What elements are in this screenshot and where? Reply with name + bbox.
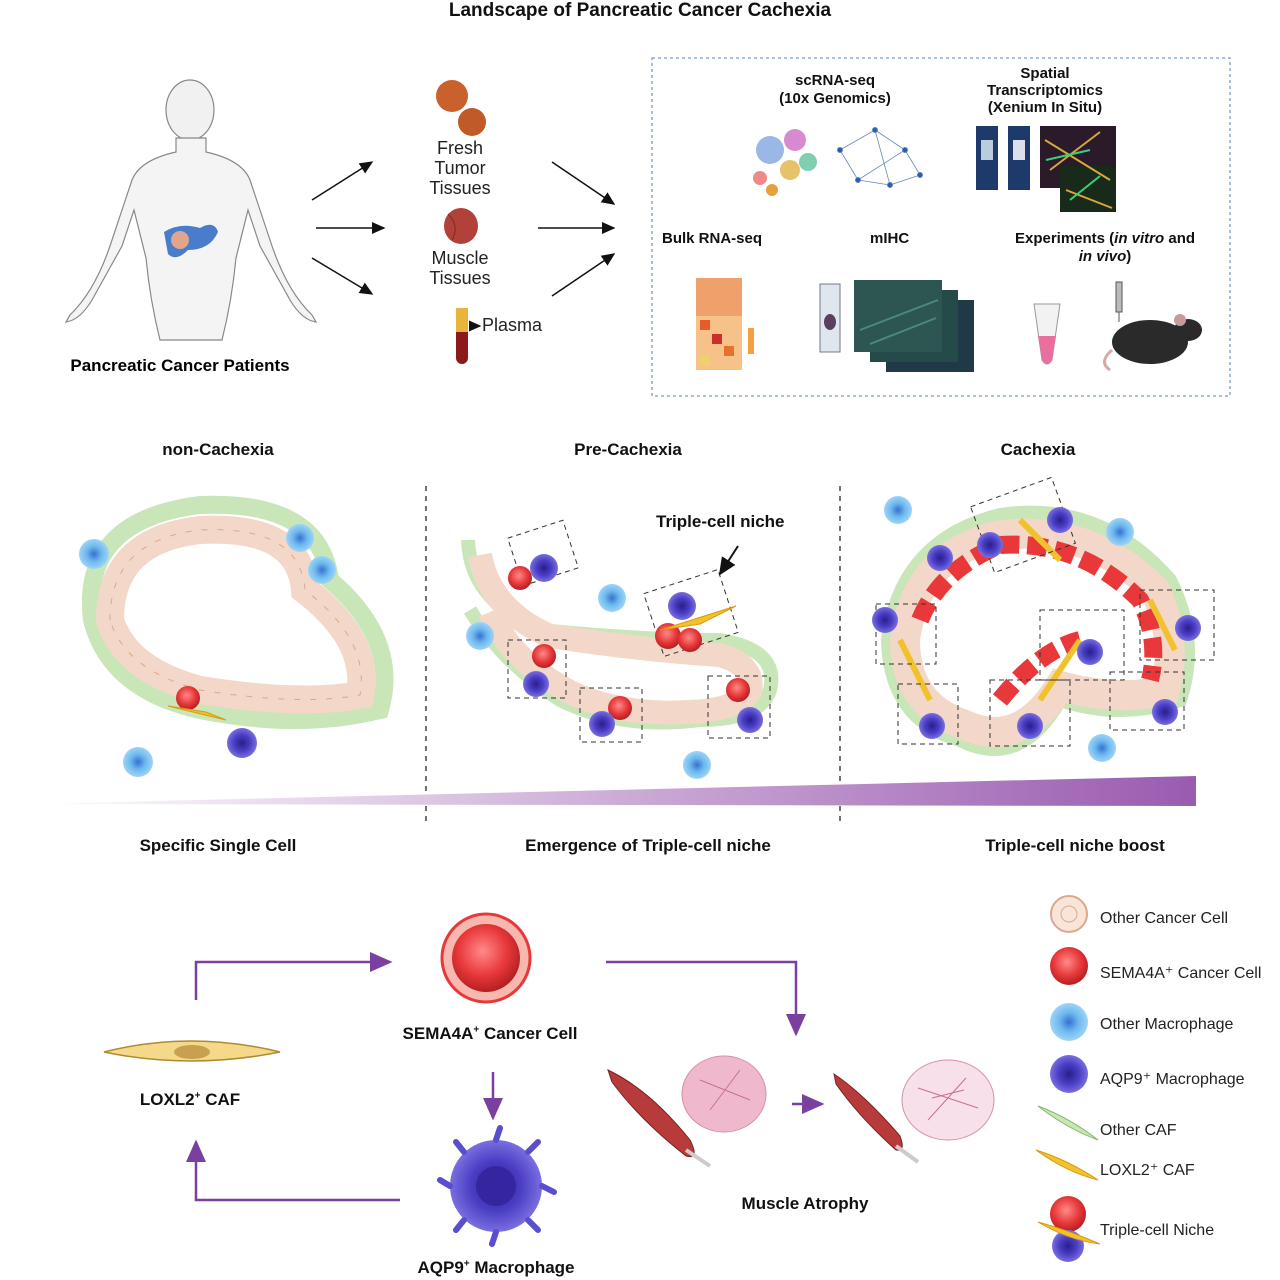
stage-pre-cachexia: Pre-Cachexia — [574, 440, 682, 459]
patients-label: Pancreatic Cancer Patients — [70, 356, 289, 375]
non-cachexia-tissue — [79, 495, 394, 777]
arrow — [311, 257, 374, 295]
mihc-image-stack-icon — [854, 280, 974, 372]
other-macrophage-icon — [1050, 1003, 1088, 1041]
legend-label: SEMA4A⁺ Cancer Cell — [1100, 965, 1262, 982]
triple-cell-niche-icon — [1037, 1196, 1101, 1262]
progression-gradient — [30, 776, 1196, 806]
mouse-icon — [1103, 314, 1202, 372]
plasma-label: Plasma — [482, 315, 543, 335]
legend-label: Other Cancer Cell — [1100, 910, 1229, 927]
other-caf-icon — [1037, 1105, 1099, 1141]
tube-icon — [1033, 303, 1061, 365]
muscle-atrophy-label: Muscle Atrophy — [741, 1194, 869, 1213]
plasma-tube-icon — [456, 308, 468, 364]
arrow-caf-to-cancer — [194, 952, 393, 1000]
pre-cachexia-tissue — [461, 519, 779, 779]
loxl2-caf-large — [103, 1040, 281, 1062]
page-title: Landscape of Pancreatic Cancer Cachexia — [448, 0, 832, 21]
aqp9-label: AQP9+ Macrophage — [417, 1258, 575, 1277]
experiments-label: Experiments (in vitro and in vivo) — [1014, 230, 1196, 265]
caption-boost: Triple-cell niche boost — [985, 836, 1165, 855]
legend-label: LOXL2⁺ CAF — [1100, 1162, 1195, 1179]
umap-cluster-icon — [753, 129, 817, 196]
atrophic-muscle-icon — [833, 1059, 995, 1164]
bulk-label: Bulk RNA-seq — [662, 230, 763, 247]
healthy-muscle-icon — [607, 1055, 767, 1168]
sema4a-cancer-cell-icon — [1050, 947, 1088, 985]
aqp9-macrophage-icon — [1050, 1055, 1088, 1093]
mihc-slide-icon — [819, 283, 841, 353]
muscle-tissue-icon — [444, 208, 478, 244]
caption-specific-single-cell: Specific Single Cell — [139, 836, 297, 855]
arrow-macrophage-to-caf — [186, 1139, 400, 1202]
sema4a-cancer-cell-large — [440, 912, 532, 1004]
triple-cell-callout: Triple-cell niche — [656, 512, 785, 531]
arrow — [551, 253, 616, 297]
methods-box — [651, 57, 1231, 397]
stage-non-cachexia: non-Cachexia — [162, 440, 274, 459]
loxl2-caf-icon — [1035, 1149, 1099, 1181]
cachexia-tissue — [872, 476, 1215, 762]
mihc-label: mIHC — [870, 230, 910, 247]
stage-cachexia: Cachexia — [1000, 440, 1076, 459]
heatmap-icon — [696, 278, 754, 370]
other-cancer-cell-icon — [1050, 895, 1088, 933]
network-graph-icon — [837, 127, 924, 188]
sema4a-label: SEMA4A+ Cancer Cell — [402, 1024, 578, 1043]
arrow-cancer-to-muscle — [606, 960, 806, 1037]
arrow — [551, 161, 616, 205]
fresh-tumor-icon — [436, 80, 486, 136]
arrow — [311, 161, 374, 201]
caption-emergence: Emergence of Triple-cell niche — [525, 836, 771, 855]
patient-silhouette — [64, 79, 318, 341]
legend-label: AQP9⁺ Macrophage — [1100, 1071, 1245, 1088]
scrnaseq-label: scRNA-seq(10x Genomics) — [779, 72, 891, 107]
aqp9-macrophage-large — [437, 1125, 557, 1247]
legend-label: Triple-cell Niche — [1100, 1222, 1215, 1239]
spatial-map-icon — [1040, 126, 1116, 212]
legend-label: Other CAF — [1100, 1122, 1177, 1139]
xenium-slide-icon — [976, 126, 1030, 190]
syringe-icon — [1115, 281, 1123, 322]
legend-label: Other Macrophage — [1100, 1016, 1234, 1033]
loxl2-label: LOXL2+ CAF — [139, 1090, 241, 1109]
